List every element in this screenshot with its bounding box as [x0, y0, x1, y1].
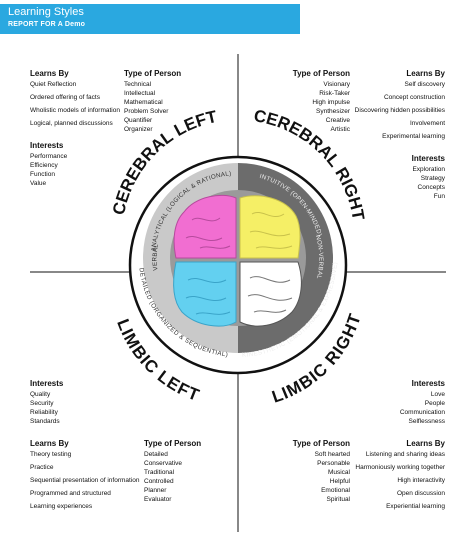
list-item: High impulse — [312, 99, 350, 106]
list-item: Performance — [30, 153, 68, 160]
list-item: Selflessness — [408, 418, 446, 425]
list-item: Artistic — [330, 126, 351, 133]
limbic-right-interests: Interests Love People Communication Self… — [380, 378, 445, 426]
cerebral-left-learns-by: Learns By Quiet Reflection Ordered offer… — [30, 68, 120, 128]
list-item: Sequential presentation of information — [30, 477, 140, 484]
list-item: Fun — [433, 193, 445, 200]
list-item: Theory testing — [30, 451, 72, 458]
section-heading: Type of Person — [124, 69, 182, 78]
list-item: Intellectual — [124, 90, 156, 97]
ring-label-non-verbal: NON-VERBAL — [314, 235, 324, 281]
list-item: Personable — [317, 460, 350, 467]
list-item: Wholistic models of information — [30, 107, 120, 114]
list-item: Strategy — [420, 175, 445, 182]
list-item: Visionary — [323, 81, 350, 88]
list-item: Function — [30, 171, 55, 178]
report-header: Learning Styles REPORT FOR A Demo — [0, 4, 300, 34]
limbic-right-learns-by: Learns By Listening and sharing ideas Ha… — [354, 438, 445, 511]
ring-label-verbal: VERBAL — [152, 243, 160, 271]
list-item: High interactivity — [397, 477, 445, 484]
list-item: Learning experiences — [30, 503, 93, 510]
limbic-left-interests: Interests Quality Security Reliability S… — [30, 378, 63, 426]
brain-icon — [173, 194, 302, 327]
list-item: Quiet Reflection — [30, 81, 77, 88]
list-item: Concepts — [417, 184, 445, 191]
list-item: Planner — [144, 487, 167, 494]
list-item: Musical — [327, 469, 350, 476]
section-heading: Learns By — [406, 69, 445, 78]
list-item: Security — [30, 400, 54, 407]
list-item: People — [424, 400, 445, 407]
cerebral-right-learns-by: Learns By Self discovery Concept constru… — [354, 68, 445, 141]
list-item: Programmed and structured — [30, 490, 111, 497]
list-item: Ordered offering of facts — [30, 94, 100, 101]
list-item: Quality — [30, 391, 51, 398]
section-heading: Learns By — [30, 439, 69, 448]
list-item: Standards — [30, 418, 60, 425]
list-item: Controlled — [144, 478, 174, 485]
section-heading: Type of Person — [144, 439, 202, 448]
section-heading: Interests — [411, 379, 445, 388]
list-item: Practice — [30, 464, 54, 471]
section-heading: Interests — [30, 141, 64, 150]
list-item: Concept construction — [383, 94, 445, 101]
list-item: Efficiency — [30, 162, 58, 169]
cerebral-right-interests: Interests Exploration Strategy Concepts … — [380, 153, 445, 201]
list-item: Emotional — [321, 487, 350, 494]
cerebral-right-type-of-person: Type of Person Visionary Risk-Taker High… — [278, 68, 350, 134]
list-item: Value — [30, 180, 47, 187]
list-item: Traditional — [144, 469, 175, 476]
section-heading: Type of Person — [292, 439, 350, 448]
list-item: Logical, planned discussions — [30, 120, 113, 127]
list-item: Mathematical — [124, 99, 163, 106]
list-item: Exploration — [412, 166, 445, 173]
list-item: Helpful — [329, 478, 350, 485]
cerebral-left-type-of-person: Type of Person Technical Intellectual Ma… — [124, 68, 181, 134]
list-item: Risk-Taker — [319, 90, 350, 97]
list-item: Quantifier — [124, 117, 153, 124]
list-item: Listening and sharing ideas — [365, 451, 445, 458]
list-item: Spiritual — [326, 496, 350, 503]
list-item: Detailed — [144, 451, 168, 458]
list-item: Organizer — [124, 126, 153, 133]
header-subtitle: REPORT FOR A Demo — [8, 21, 86, 28]
limbic-left-learns-by: Learns By Theory testing Practice Sequen… — [30, 438, 140, 511]
list-item: Reliability — [30, 409, 58, 416]
section-heading: Learns By — [30, 69, 69, 78]
section-heading: Learns By — [406, 439, 445, 448]
limbic-left-type-of-person: Type of Person Detailed Conservative Tra… — [144, 438, 201, 504]
list-item: Open discussion — [396, 490, 445, 497]
list-item: Self discovery — [404, 81, 445, 88]
list-item: Love — [430, 391, 445, 398]
list-item: Harmoniously working together — [355, 464, 445, 471]
cerebral-left-interests: Interests Performance Efficiency Functio… — [30, 140, 67, 188]
section-heading: Interests — [411, 154, 445, 163]
section-heading: Type of Person — [292, 69, 350, 78]
list-item: Evaluator — [144, 496, 172, 503]
section-heading: Interests — [30, 379, 64, 388]
list-item: Discovering hidden possibilities — [354, 107, 445, 114]
list-item: Experimental learning — [382, 133, 445, 140]
header-title: Learning Styles — [8, 6, 84, 18]
list-item: Involvement — [409, 120, 445, 127]
list-item: Creative — [325, 117, 350, 124]
list-item: Soft hearted — [314, 451, 350, 458]
limbic-right-type-of-person: Type of Person Soft hearted Personable M… — [278, 438, 350, 504]
list-item: Technical — [124, 81, 152, 88]
list-item: Synthesizer — [316, 108, 350, 115]
list-item: Communication — [399, 409, 445, 416]
list-item: Problem Solver — [124, 108, 169, 115]
list-item: Conservative — [144, 460, 182, 467]
list-item: Experiential learning — [386, 503, 445, 510]
